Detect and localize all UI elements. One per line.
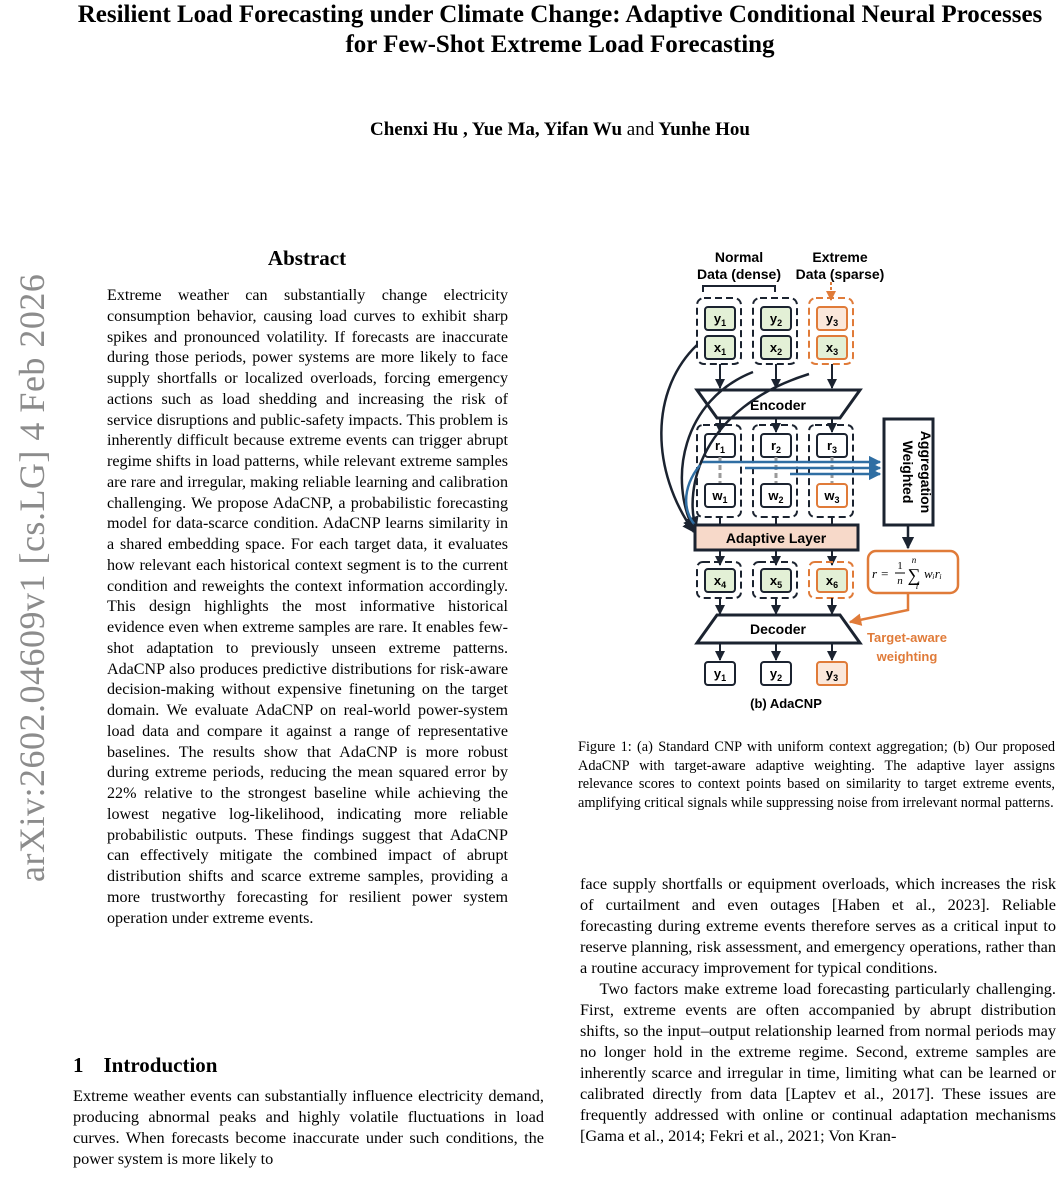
abstract-heading: Abstract bbox=[267, 246, 347, 270]
context-y1-box bbox=[704, 306, 736, 331]
target-x6-box bbox=[816, 568, 848, 593]
figure-subcaption: (b) AdaCNP bbox=[750, 696, 822, 711]
section-heading-introduction: 1 Introduction bbox=[73, 1053, 217, 1078]
decoder-block bbox=[694, 613, 863, 645]
context-y3-box bbox=[816, 306, 848, 331]
author-conjunction: and bbox=[626, 119, 655, 140]
author-list: Chenxi Hu , Yue Ma, Yifan Wu and Yunhe H… bbox=[60, 119, 1056, 141]
target-aware-label: weighting bbox=[876, 649, 938, 664]
output-y1-box bbox=[704, 661, 736, 686]
right-column-text: face supply shortfalls or equipment over… bbox=[580, 873, 1056, 1146]
author-name: Chenxi Hu bbox=[370, 119, 459, 140]
weight-w1-box bbox=[704, 483, 736, 508]
target-aware-label: Target-aware bbox=[867, 630, 947, 645]
representation-r3-label: r3 bbox=[827, 438, 837, 455]
section-title: Introduction bbox=[103, 1053, 218, 1077]
formula-sum-top: n bbox=[912, 555, 917, 565]
formula-box bbox=[866, 549, 960, 595]
decoder-label: Decoder bbox=[750, 621, 807, 637]
weighted-aggregation-block bbox=[882, 417, 935, 527]
adaptive-layer-label: Adaptive Layer bbox=[726, 530, 827, 546]
target-x4-box bbox=[704, 568, 736, 593]
weighted-aggregation-label: Weighted bbox=[900, 441, 916, 504]
skip-connection-arrow bbox=[684, 464, 701, 528]
extreme-data-label: Data (sparse) bbox=[796, 266, 885, 282]
context-x2-box bbox=[760, 335, 792, 360]
context-x1-box bbox=[704, 335, 736, 360]
figure-caption: Figure 1: (a) Standard CNP with uniform … bbox=[578, 739, 1055, 811]
formula-terms: wᵢrᵢ bbox=[924, 566, 942, 581]
target-x5-box bbox=[760, 568, 792, 593]
skip-connection-arrow bbox=[686, 372, 810, 530]
output-y3-box bbox=[816, 661, 848, 686]
author-separator: , bbox=[534, 119, 540, 140]
body-paragraph: Two factors make extreme load forecastin… bbox=[580, 979, 1056, 1145]
skip-connection-arrow bbox=[660, 344, 698, 534]
author-name: Yifan Wu bbox=[543, 119, 623, 140]
formula-fraction-numerator: 1 bbox=[897, 560, 903, 572]
context-group-3 bbox=[808, 297, 854, 365]
author-name: Yue Ma bbox=[471, 119, 535, 140]
context-group-1 bbox=[696, 297, 742, 365]
normal-data-bracket bbox=[702, 285, 776, 292]
extreme-data-label: Extreme bbox=[812, 249, 867, 265]
weighted-aggregation-label: Aggregation bbox=[918, 431, 934, 513]
target-aware-feedback-arrow bbox=[848, 593, 910, 626]
paper-title: Resilient Load Forecasting under Climate… bbox=[77, 1, 1043, 58]
normal-data-label: Normal bbox=[715, 249, 763, 265]
representation-r1-label: r1 bbox=[715, 438, 725, 455]
representation-r2-label: r2 bbox=[771, 438, 781, 455]
weight-w3-box bbox=[816, 483, 848, 508]
introduction-paragraph: Extreme weather events can substantially… bbox=[73, 1086, 544, 1168]
context-y2-box bbox=[760, 306, 792, 331]
context-group-2 bbox=[752, 297, 798, 365]
section-number: 1 bbox=[73, 1053, 84, 1077]
weight-w2-box bbox=[760, 483, 792, 508]
formula-sum-symbol: ∑ bbox=[908, 565, 921, 585]
context-x3-box bbox=[816, 335, 848, 360]
figure-adacnp-diagram: Normal Data (dense) Extreme Data (sparse… bbox=[580, 240, 1056, 720]
abstract-body: Extreme weather can substantially change… bbox=[107, 287, 508, 927]
formula-sum-bottom: i bbox=[916, 581, 919, 591]
author-name: Yunhe Hou bbox=[658, 119, 750, 140]
normal-data-label: Data (dense) bbox=[697, 266, 781, 282]
formula-fraction-denominator: n bbox=[897, 575, 903, 587]
encoder-label: Encoder bbox=[750, 397, 807, 413]
author-separator: , bbox=[462, 119, 468, 140]
arxiv-identifier-stamp: arXiv:2602.04609v1 [cs.LG] 4 Feb 2026 bbox=[12, 273, 52, 882]
body-paragraph: face supply shortfalls or equipment over… bbox=[580, 874, 1056, 977]
output-y2-box bbox=[760, 661, 792, 686]
formula-lhs: r = bbox=[872, 566, 889, 581]
